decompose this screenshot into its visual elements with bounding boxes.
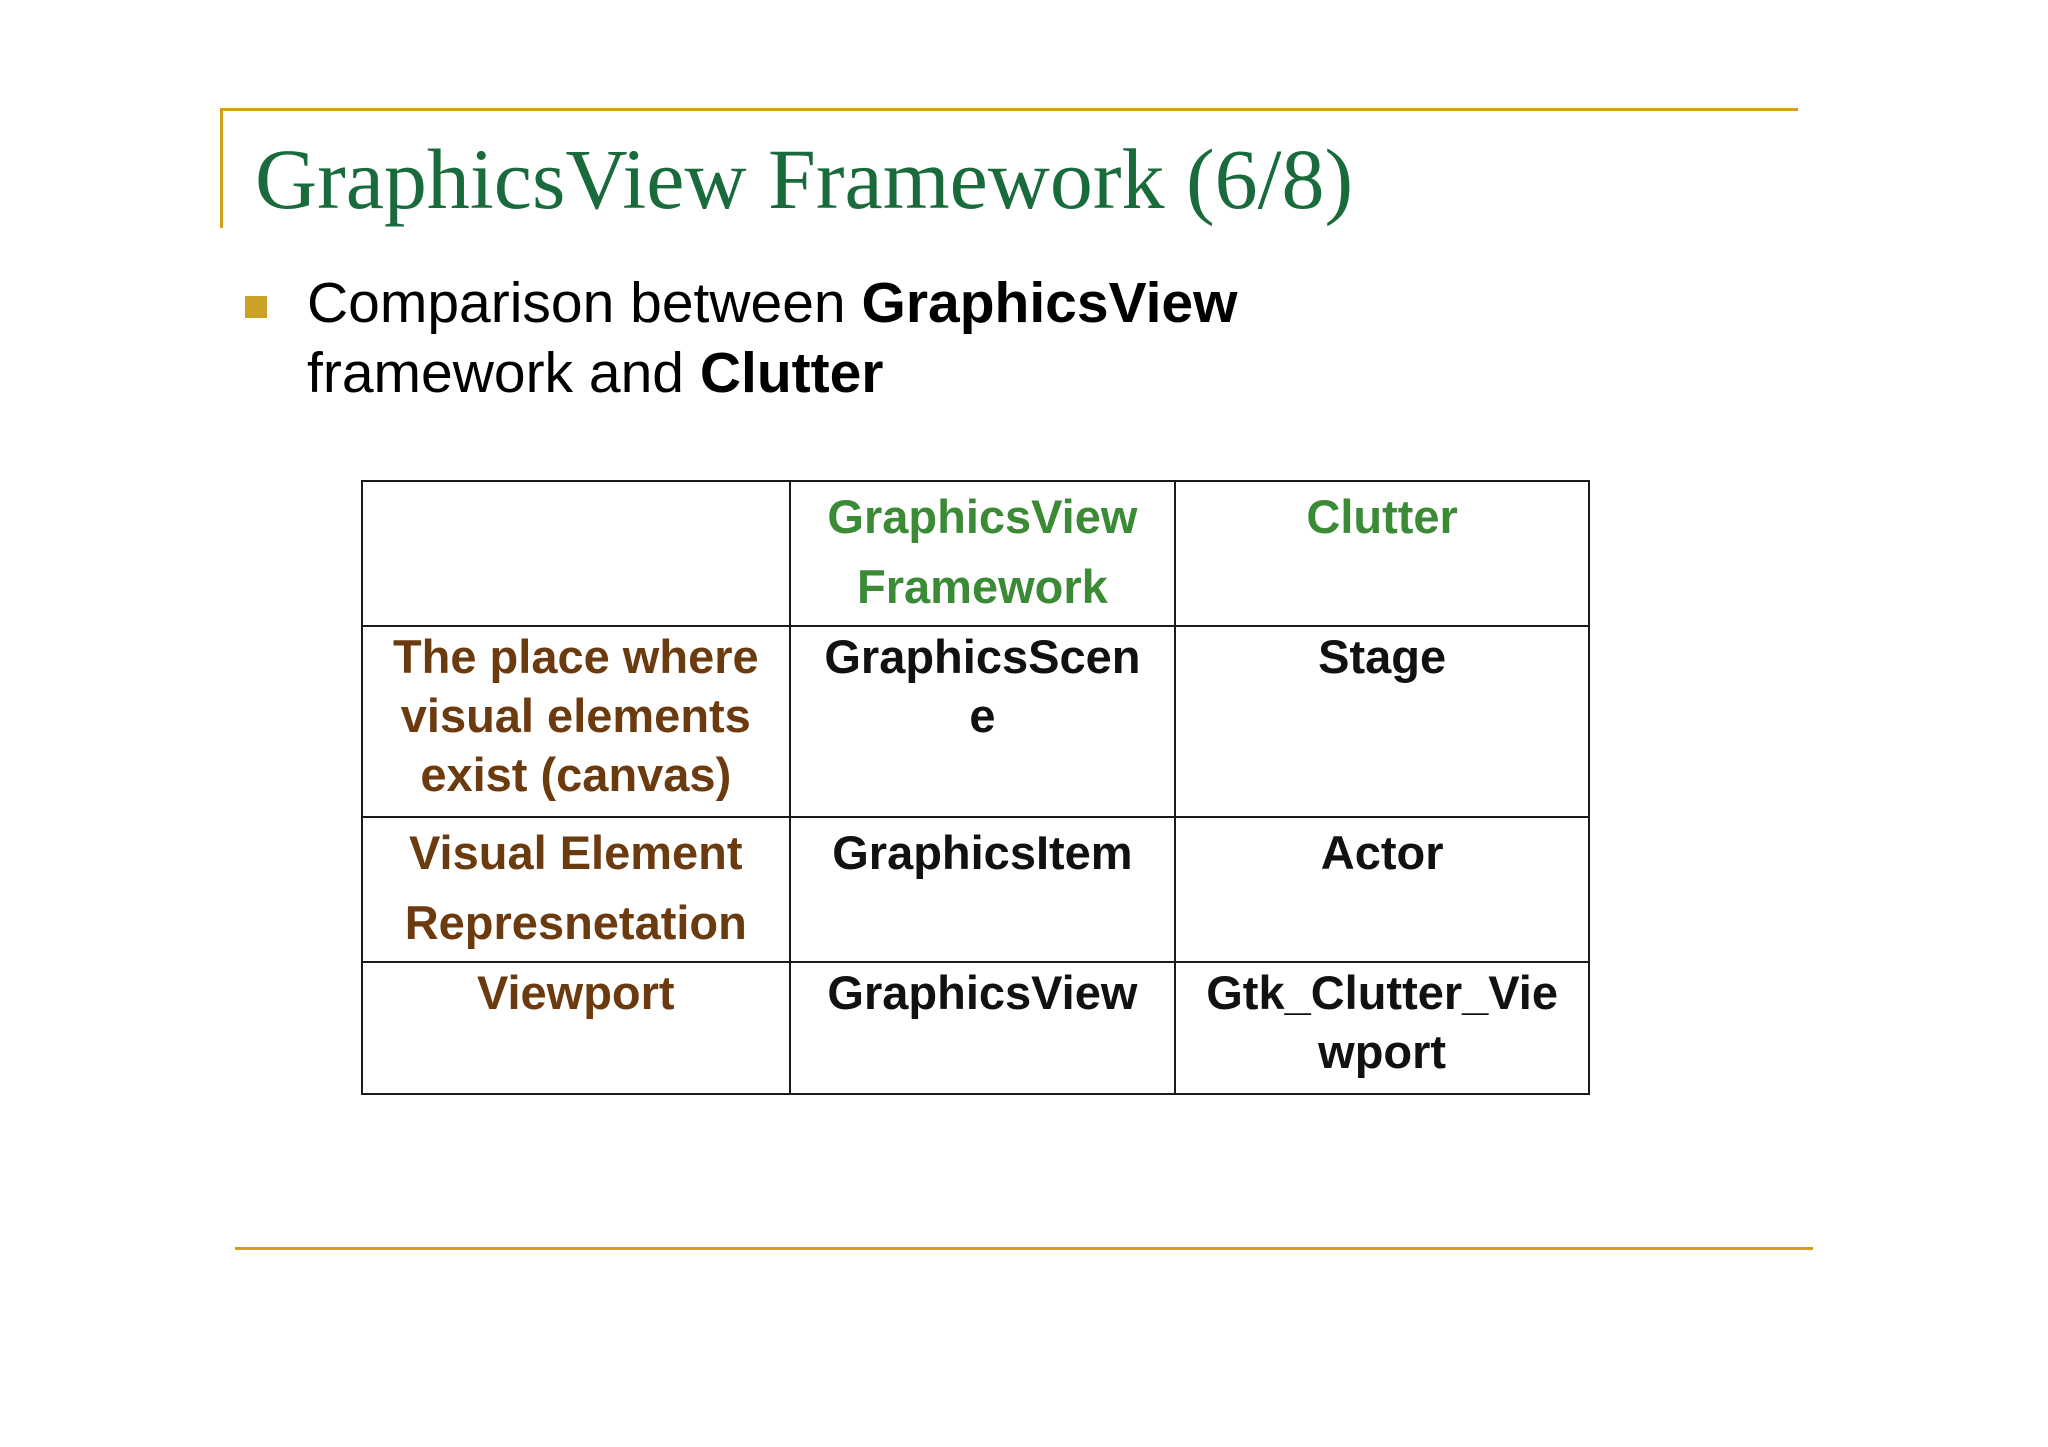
bottom-rule <box>235 1247 1813 1250</box>
row-label-visual-element: Visual Element Represnetation <box>361 816 791 963</box>
table-row: Visual Element Represnetation GraphicsIt… <box>361 816 1590 963</box>
bullet-text: Comparison between GraphicsView framewor… <box>307 268 1237 408</box>
row-label-canvas: The place where visual elements exist (c… <box>361 625 791 818</box>
table-header-row: GraphicsView Framework Clutter <box>361 480 1590 627</box>
bullet-text-part2: framework and <box>307 341 700 405</box>
cell-actor: Actor <box>1174 816 1590 963</box>
cell-stage: Stage <box>1174 625 1590 818</box>
header-cell-empty <box>361 480 791 627</box>
bullet-text-bold1: GraphicsView <box>861 271 1238 335</box>
bullet-text-bold2: Clutter <box>699 341 884 405</box>
header-cell-graphicsview: GraphicsView Framework <box>788 480 1177 627</box>
table-row: The place where visual elements exist (c… <box>361 625 1590 818</box>
left-rule <box>220 108 223 228</box>
cell-graphicsview: GraphicsView <box>788 961 1177 1095</box>
cell-graphicsitem: GraphicsItem <box>788 816 1177 963</box>
slide-title: GraphicsView Framework (6/8) <box>255 131 1354 227</box>
bullet-text-part1: Comparison between <box>307 271 862 335</box>
header-cell-clutter: Clutter <box>1174 480 1590 627</box>
row-label-viewport: Viewport <box>361 961 791 1095</box>
square-bullet-icon <box>245 296 267 318</box>
top-rule <box>220 108 1798 111</box>
comparison-table: GraphicsView Framework Clutter The place… <box>361 480 1590 1095</box>
